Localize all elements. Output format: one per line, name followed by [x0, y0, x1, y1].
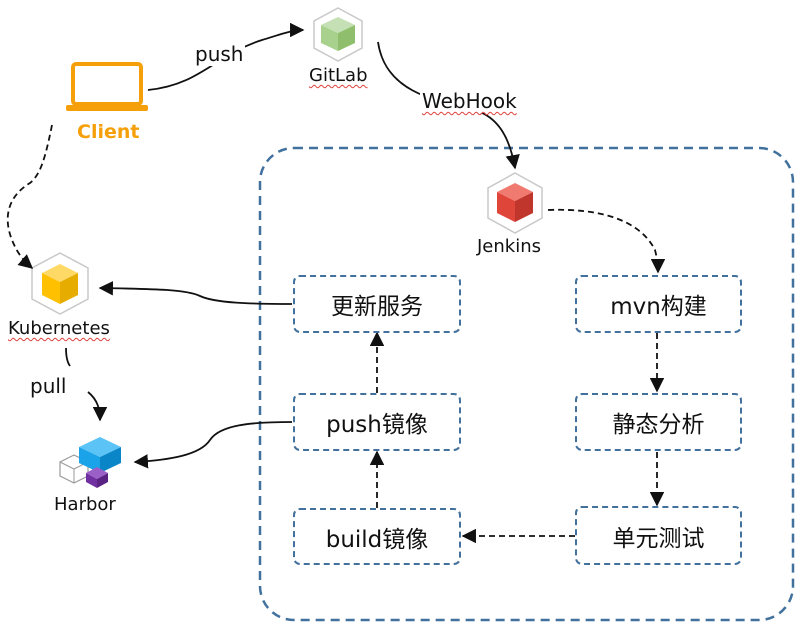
jenkins-label: Jenkins [477, 236, 542, 257]
build-image-step: build镜像 [293, 508, 461, 565]
unit-test-step: 单元测试 [575, 506, 742, 565]
ci-pipeline-frame [258, 146, 795, 622]
harbor-label: Harbor [54, 494, 116, 515]
static-analysis-step: 静态分析 [575, 393, 742, 451]
kubernetes-cube-icon [31, 252, 89, 315]
jenkins-cube-icon [487, 172, 543, 234]
edge-jenkins-to-mvn [547, 208, 666, 274]
pull-edge-label: pull [28, 374, 69, 398]
gitlab-label: GitLab [309, 65, 368, 86]
push-image-step: push镜像 [293, 393, 461, 451]
edge-kubernetes-pull-harbor [65, 347, 100, 420]
laptop-icon [66, 62, 148, 111]
mvn-build-step: mvn构建 [575, 275, 742, 333]
update-service-step: 更新服务 [293, 275, 461, 333]
edge-push-to-harbor [133, 421, 293, 469]
webhook-edge-label: WebHook [420, 89, 519, 113]
client-label: Client [77, 121, 140, 143]
push-edge-label: push [193, 42, 246, 66]
harbor-boxes-icon [59, 437, 121, 488]
edge-client-to-kubernetes [6, 124, 53, 269]
edge-update-to-kubernetes [98, 281, 293, 305]
kubernetes-label: Kubernetes [8, 318, 110, 339]
gitlab-cube-icon [313, 7, 363, 62]
edge-client-to-gitlab [147, 22, 305, 91]
